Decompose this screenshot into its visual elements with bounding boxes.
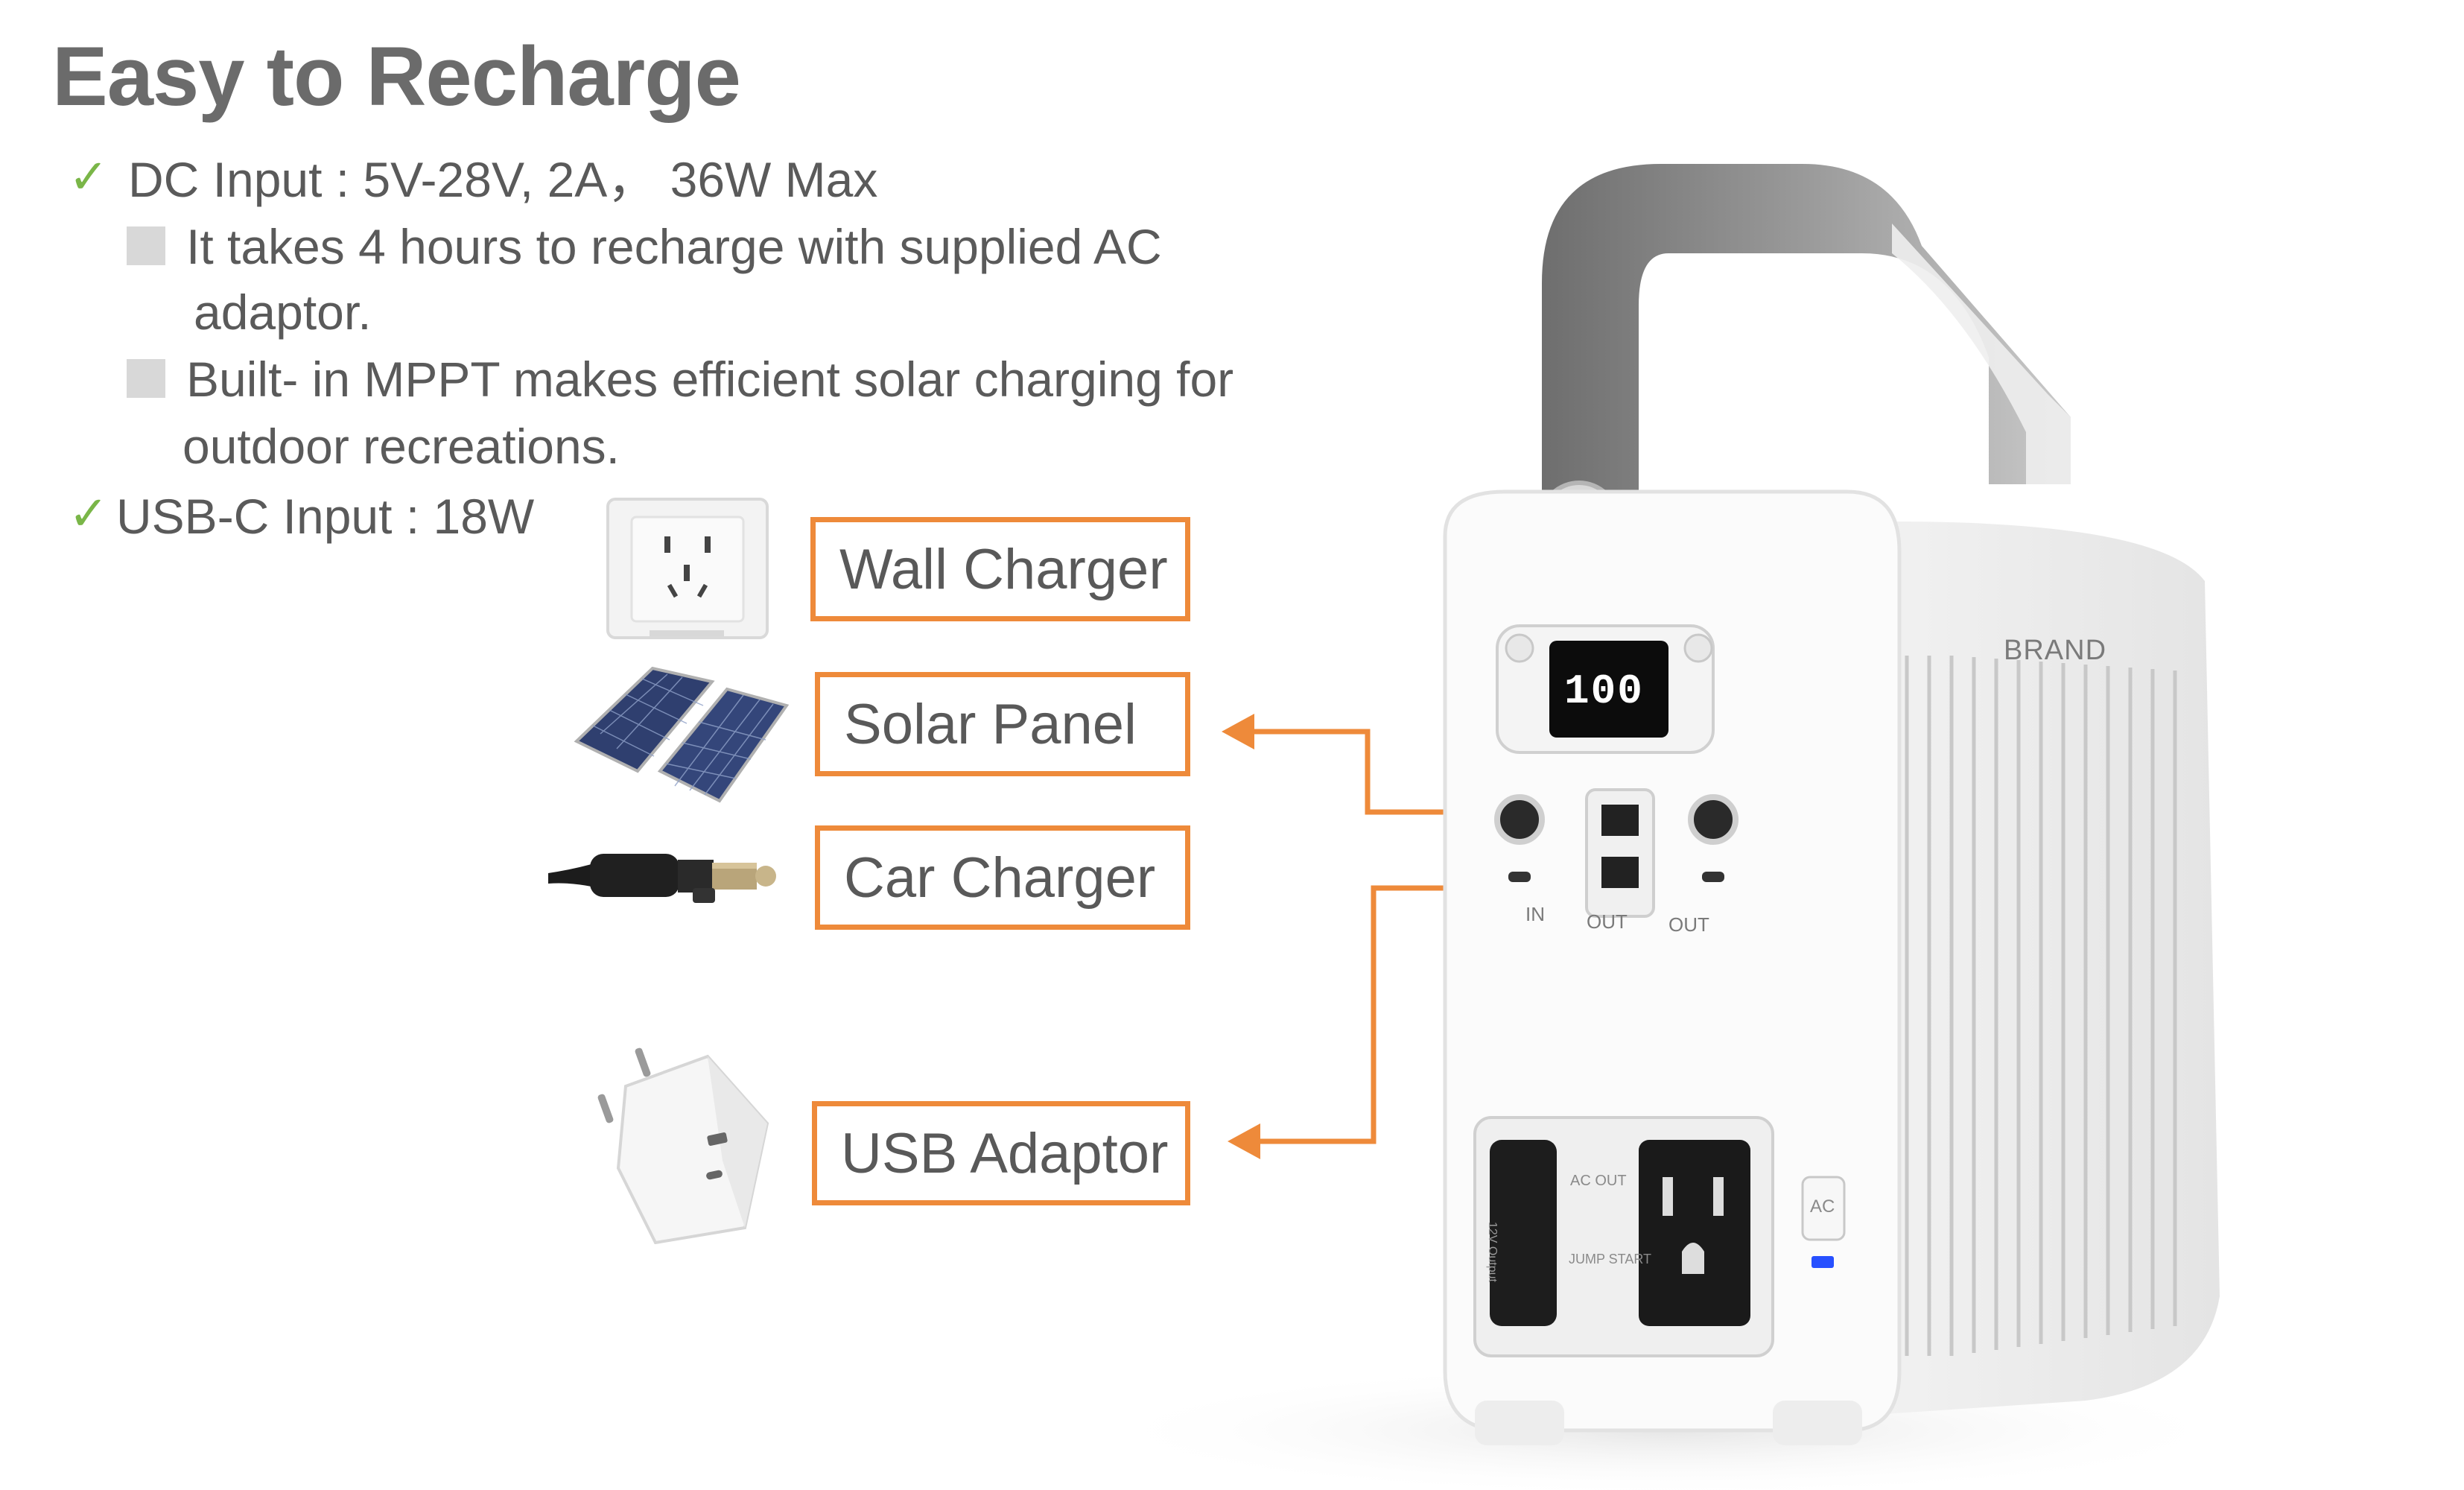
wall-charger-label: Wall Charger	[810, 517, 1190, 621]
bullet-dc-input: DC Input : 5V-28V, 2A， 36W Max	[128, 152, 878, 207]
arrow-icon	[1228, 1123, 1260, 1159]
check-icon: ✓	[69, 150, 109, 203]
page-title: Easy to Recharge	[52, 30, 741, 123]
bullet-mppt-line1: Built- in MPPT makes efficient solar cha…	[186, 352, 1234, 407]
device-brand-label: BRAND	[2004, 635, 2107, 666]
bullet-recharge-time-line2: adaptor.	[194, 285, 372, 340]
arrow-icon	[1239, 729, 1512, 1144]
power-station-image	[1087, 164, 2249, 1490]
bullet-usbc-input: USB-C Input : 18W	[116, 489, 535, 544]
square-bullet-icon	[127, 359, 165, 398]
car-plug-icon	[548, 854, 776, 903]
usb-adaptor-label: USB Adaptor	[812, 1101, 1190, 1205]
arrow-icon	[1222, 714, 1254, 749]
port-label-out: OUT	[1668, 913, 1709, 936]
check-icon: ✓	[69, 486, 109, 540]
ac-out-label: AC OUT	[1570, 1173, 1627, 1189]
solar-panel-label: Solar Panel	[815, 672, 1190, 776]
ac-button: AC	[1810, 1196, 1835, 1217]
solar-panel-icon	[574, 666, 790, 803]
square-bullet-icon	[127, 226, 165, 265]
wall-socket-icon	[606, 498, 769, 639]
port-label-out: OUT	[1587, 910, 1628, 933]
bullet-mppt-line2: outdoor recreations.	[182, 419, 620, 474]
car-charger-label: Car Charger	[815, 825, 1190, 930]
car-outlet-label: 12V Output	[1486, 1222, 1499, 1282]
usb-adaptor-icon	[597, 1047, 769, 1244]
device-display-value: 100	[1564, 668, 1644, 715]
port-label-in: IN	[1525, 903, 1545, 925]
bullet-recharge-time-line1: It takes 4 hours to recharge with suppli…	[186, 219, 1162, 274]
jump-start-label: JUMP START	[1569, 1252, 1652, 1266]
